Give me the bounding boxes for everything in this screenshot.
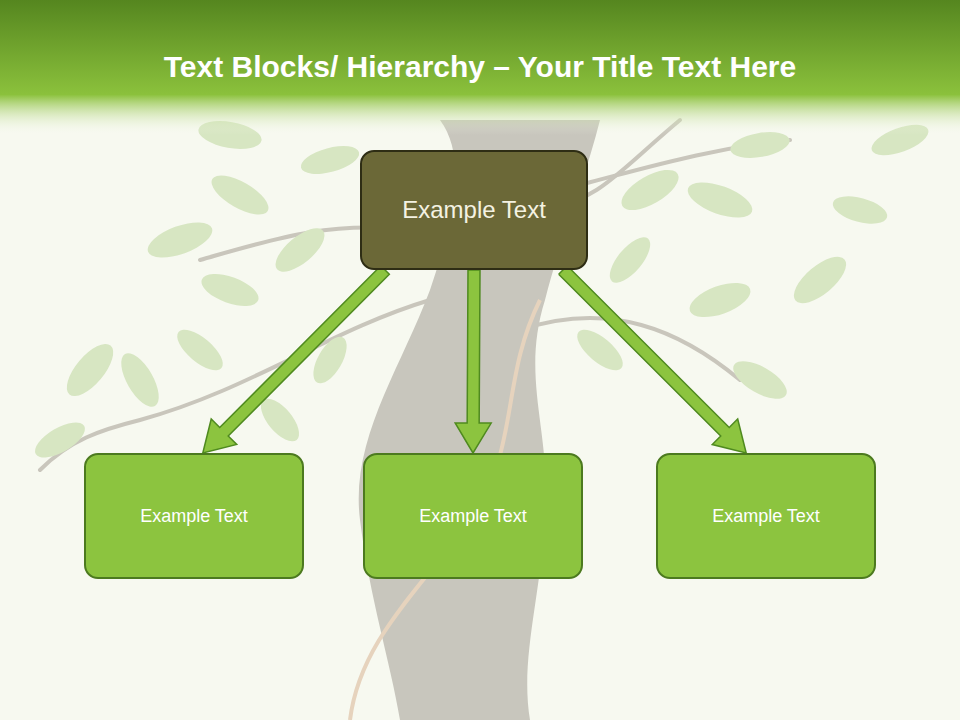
- box-label: Example Text: [140, 506, 248, 527]
- header-bar: [0, 0, 960, 135]
- child-box: Example Text: [656, 453, 876, 579]
- slide-title: Text Blocks/ Hierarchy – Your Title Text…: [0, 50, 960, 84]
- box-label: Example Text: [402, 196, 546, 224]
- block-arrow: [455, 270, 491, 453]
- tree-trunk: [359, 120, 600, 720]
- child-box: Example Text: [363, 453, 583, 579]
- block-arrow: [559, 266, 747, 453]
- child-box: Example Text: [84, 453, 304, 579]
- block-arrow: [203, 266, 390, 453]
- root-box: Example Text: [360, 150, 588, 270]
- box-label: Example Text: [419, 506, 527, 527]
- leaves: [30, 117, 933, 465]
- box-label: Example Text: [712, 506, 820, 527]
